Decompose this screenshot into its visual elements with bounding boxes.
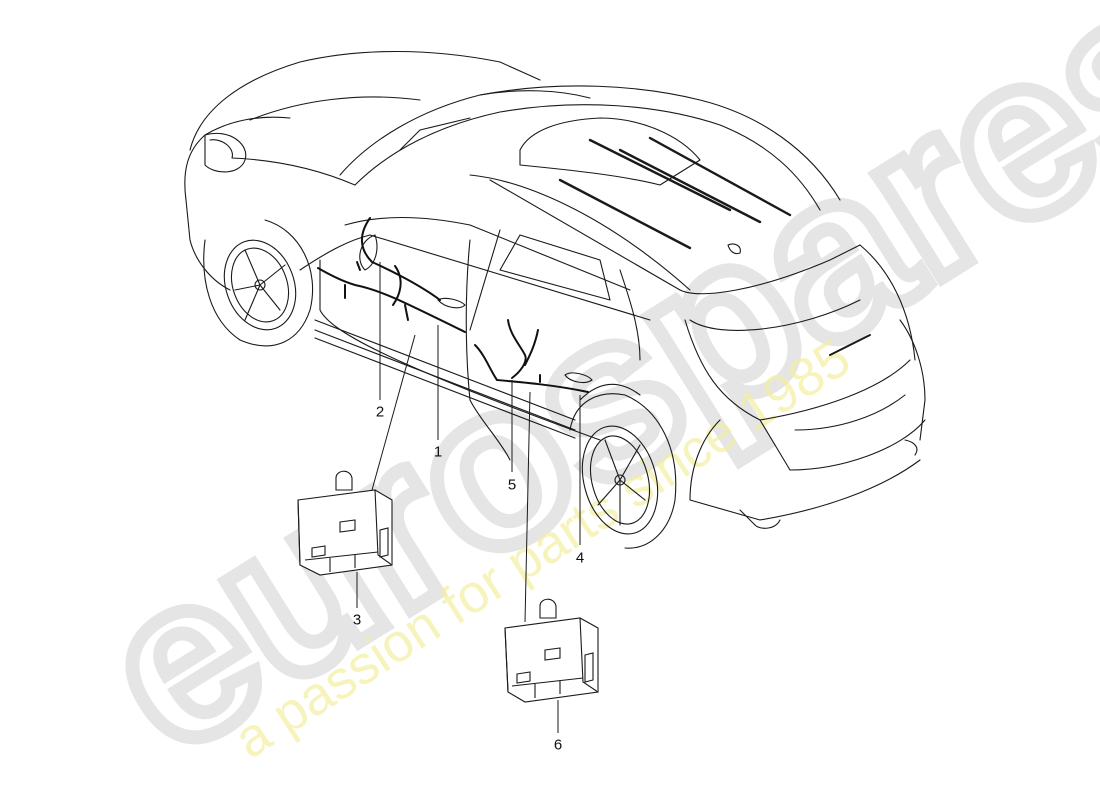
door-control-unit-3 bbox=[297, 470, 393, 576]
rear-wheel bbox=[569, 393, 677, 549]
leader-6 bbox=[524, 391, 531, 623]
leader-lines bbox=[356, 262, 581, 733]
callout-5[interactable]: 5 bbox=[507, 476, 517, 494]
front-wheel bbox=[203, 219, 314, 347]
car-outline bbox=[184, 50, 926, 549]
door-control-unit-6 bbox=[504, 598, 599, 703]
rear-door-harness bbox=[474, 319, 589, 393]
callout-3[interactable]: 3 bbox=[352, 611, 362, 629]
leader-3 bbox=[371, 334, 416, 491]
callout-4[interactable]: 4 bbox=[575, 549, 585, 567]
callout-6[interactable]: 6 bbox=[553, 736, 563, 754]
sunroof bbox=[519, 117, 701, 186]
front-door-harness bbox=[317, 217, 466, 333]
callout-1[interactable]: 1 bbox=[433, 443, 443, 461]
callout-2[interactable]: 2 bbox=[375, 403, 385, 421]
